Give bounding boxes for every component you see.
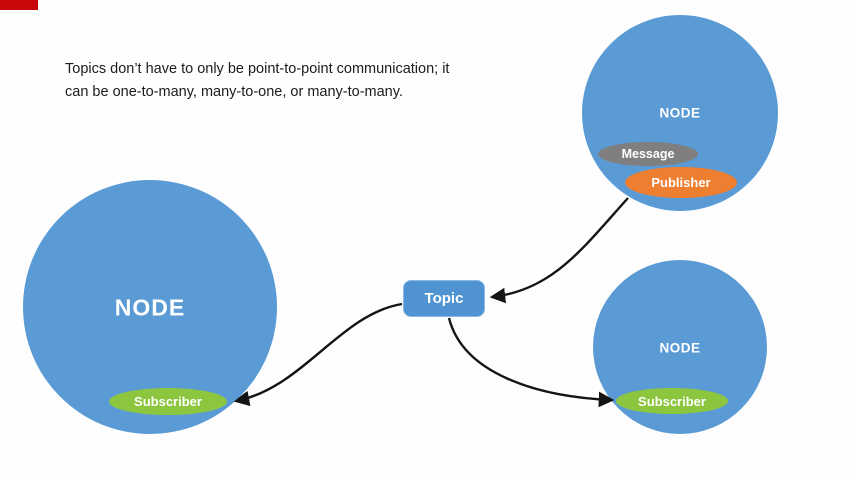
caption-line-2: can be one-to-many, many-to-one, or many…: [65, 84, 403, 100]
node-bottom-right-label: NODE: [659, 340, 701, 356]
subscriber-left-pill-label: Subscriber: [134, 394, 202, 409]
subscriber-bottom-right-pill-label: Subscriber: [638, 393, 706, 409]
subscriber-left-pill: Subscriber: [109, 388, 227, 415]
caption-text: Topics don’t have to only be point-to-po…: [65, 58, 449, 104]
recording-indicator-bar: [0, 0, 38, 10]
topic-label: Topic: [424, 290, 464, 307]
subscriber-bottom-right-pill: Subscriber: [616, 388, 728, 414]
publisher-pill-label: Publisher: [651, 175, 711, 190]
publisher-pill: Publisher: [625, 167, 737, 198]
topic-box: Topic: [403, 280, 485, 317]
message-pill: Message: [598, 142, 698, 166]
node-top-right-label: NODE: [659, 105, 701, 121]
node-left-label: NODE: [114, 294, 186, 321]
message-pill-label: Message: [621, 147, 675, 161]
caption-line-1: Topics don’t have to only be point-to-po…: [65, 61, 450, 77]
arrow-publisher-to-topic: [489, 197, 629, 304]
arrow-topic-to-bottom-right-subscriber: [447, 317, 615, 408]
